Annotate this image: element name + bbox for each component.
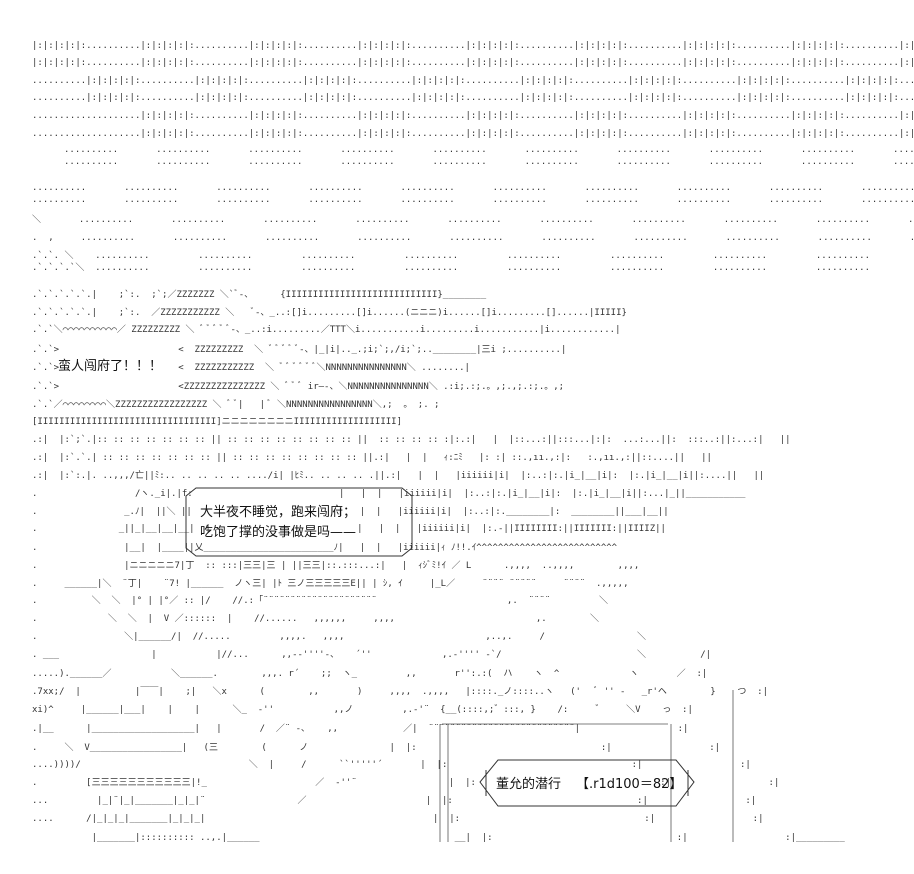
shout-text: 蛮人闯府了！！！	[58, 358, 162, 374]
upper-building: .`.`.`.`.`.| ;`:. ;`;／ZZZZZZZ ＼`ﾞ-、 {III…	[32, 289, 627, 410]
svg-text:.|__ |___________________: .|__ |___________________| | / ／¨ ‐､ ,, …	[32, 723, 688, 734]
tile-pattern: .......... .......... .......... .......…	[32, 145, 914, 273]
svg-text:. ＼ V_________________|: . ＼ V_________________| (三 ( ノ | |: :| :…	[32, 742, 720, 753]
svg-text:. _.ﾉ| ||＼ ||: . _.ﾉ| ||＼ || | | | |iiiiii|i| |:..:|:._…	[32, 506, 669, 517]
svg-text:.`.`.`.`＼ ..........: .`.`.`.`＼ .......... .......... ........…	[32, 262, 870, 273]
svg-text:|_______|:::::::::: ..,.|_____: |_______|:::::::::: ..,.|______ __| |: :…	[32, 833, 845, 843]
svg-text:.`.`.`.`.`.| ;`:. ／ZZZZZZZ: .`.`.`.`.`.| ;`:. ／ZZZZZZZZZZZ ＼ ﾞ-、_..:…	[32, 307, 627, 318]
svg-text:|:|:|:|:|:..........|:|:|:|:|:: |:|:|:|:|:..........|:|:|:|:|:..........…	[32, 58, 914, 68]
svg-text:. ___ |: . ___ | |//... ,,-‐''''-、 ´'' ,.‐'''' ‐`…	[32, 649, 711, 660]
svg-text:. ______|＼ ¨丁| ¨7! |__: . ______|＼ ¨丁| ¨7! |______ ノヽ三| |ﾄ 三ノ三三三…	[32, 578, 629, 589]
svg-text:....))))/: ....))))/ ＼ | / ``'''''´ | |: :| :|	[32, 759, 751, 770]
svg-text:|:|:|:|:|:..........|:|:|:|:|:: |:|:|:|:|:..........|:|:|:|:|:..........…	[32, 41, 914, 51]
svg-text:. ＼|______/| /: . ＼|______/| //..... ,,,,. ,,,, ,..,. / …	[32, 631, 646, 642]
svg-text:.:| |:`:.|. ..,,,/亡||ﾐ:.. ..: .:| |:`:.|. ..,,,/亡||ﾐ:.. .. .. .. .. ..…	[32, 469, 764, 481]
svg-text:. ＼ ＼ |° | |°／ :: |: . ＼ ＼ |° | |°／ :: |/ //.:「¨¨¨¨¨¨¨¨¨¨¨¨¨¨…	[32, 595, 608, 606]
speech-line-2: 吃饱了撑的没事做是吗——	[200, 524, 356, 540]
svg-text:.`.`> <: .`.`> < ZZZZZZZZZZZ ＼ ﾞ ﾞ ﾞ ﾞ ﾞ ﾞ＼NNNNNN…	[32, 362, 470, 373]
svg-text:[IIIIIIIIIIIIIIIIIIIIIIIIIIIII: [IIIIIIIIIIIIIIIIIIIIIIIIIIIIIIIII]ニニニニニ…	[32, 417, 402, 427]
svg-text:... |_|¨|_|_______|_|_: ... |_|¨|_|_______|_|_|¨ ／ | |: :| :|	[32, 795, 756, 806]
svg-text:..........|:|:|:|:|:..........: ..........|:|:|:|:|:..........|:|:|:|:|:…	[32, 76, 914, 86]
svg-text:. |ニニニニニ7|丁 ::: . |ニニニニニ7|丁 :: :::|三三|三 | ||三三|::.:::...…	[32, 560, 639, 571]
svg-text:....................|:|:|:|:|:: ....................|:|:|:|:|:..........…	[32, 129, 914, 139]
svg-text:.`.`. ＼ ..........: .`.`. ＼ .......... .......... ..........…	[32, 250, 870, 261]
svg-text:.... /|_|_|_|_______|_|_|: .... /|_|_|_|_______|_|_|_| | |: :| :|	[32, 814, 764, 824]
svg-text:.7xx;/ | |￣￣| ;|: .7xx;/ | |￣￣| ;| ＼x ( ,, ) ,,,, .,,,, |:…	[32, 685, 768, 697]
roll-result: 【.r1d100＝82】	[576, 777, 682, 792]
svg-text:. /ヽ._i|.|f:: . /ヽ._i|.|f: | | | |iiiiii|i| |:..:|:.|i…	[32, 489, 746, 499]
svg-text:.....).______／ ＼____: .....).______／ ＼______. ,,,. r´ ;; ヽ_ ,,…	[32, 668, 707, 679]
svg-text:.`.`.`.`.`.| ;`:. ;`;／ZZZZ: .`.`.`.`.`.| ;`:. ;`;／ZZZZZZZ ＼`ﾞ-、 {III…	[32, 289, 487, 300]
svg-text:. , .......... ....: . , .......... .......... .......... ...…	[32, 233, 914, 243]
svg-text:xi)^ |______|___| |: xi)^ |______|___| | | ＼_ ‐'' ,,ノ ,.‐'¨ {…	[32, 704, 693, 715]
roll-box	[479, 759, 695, 807]
svg-text:.......... ..........: .......... .......... .......... .......…	[64, 145, 914, 155]
svg-text:.......... ..........: .......... .......... .......... .......…	[32, 183, 914, 193]
svg-text:.......... ..........: .......... .......... .......... .......…	[32, 195, 914, 205]
svg-text:....................|:|:|:|:|:: ....................|:|:|:|:|:..........…	[32, 111, 914, 121]
svg-text:. ＼ ＼ | V ／::::: . ＼ ＼ | V ／:::::: | //...... ,,,,,, ,,,,…	[32, 613, 599, 624]
speech-line-1: 大半夜不睡觉，跑来闯府；	[200, 505, 356, 520]
speech-bubble	[185, 487, 413, 557]
roll-label: 董允的潜行	[496, 776, 561, 792]
svg-text:.`.`> <: .`.`> < ZZZZZZZZZ ＼ ﾞ ﾞ ﾞ ﾞ ﾞ-、|_|i|.._.…	[32, 344, 566, 355]
svg-text:. |__| |____||: . |__| |____||乂________________________ﾉ…	[32, 543, 618, 553]
gate-frame	[439, 690, 734, 842]
roof-pattern: |:|:|:|:|:..........|:|:|:|:|:..........…	[32, 41, 914, 139]
svg-text:. [三三三三三三三三三三三|!_: . [三三三三三三三三三三三|!_ ／ ‐''¨ | |: :| :|	[32, 777, 779, 788]
svg-text:.`.`> <ZZ: .`.`> <ZZZZZZZZZZZZZZZ ＼ ﾞ ﾞ ﾞ ir―‐、＼NNN…	[32, 381, 564, 392]
svg-text:.:| |:`.`.| :: :: :: :: :: ::: .:| |:`.`.| :: :: :: :: :: :: :: || :: :…	[32, 452, 712, 463]
svg-text:.`.`／⌒⌒⌒⌒⌒⌒⌒⌒＼ZZZZZZZZZZZZZZZZ: .`.`／⌒⌒⌒⌒⌒⌒⌒⌒＼ZZZZZZZZZZZZZZZZZ ＼ ﾞ ﾞ| |…	[32, 399, 439, 410]
svg-text:. _||_|__|__|__|: . _||_|__|__|__| | | | | |iiiiii|i| |:.-…	[32, 524, 666, 534]
svg-text:.:| |:`;`.|:: :: :: :: :: ::: .:| |:`;`.|:: :: :: :: :: :: :: || :: ::…	[32, 434, 791, 445]
lower-left-structures: . ＼|______/| //..... ,,,,. ,,,, ,..,. / …	[32, 631, 845, 843]
svg-text:.`.`＼⌒⌒⌒⌒⌒⌒⌒⌒⌒⌒／ ZZZZZZZZZ ＼ ﾞ: .`.`＼⌒⌒⌒⌒⌒⌒⌒⌒⌒⌒／ ZZZZZZZZZ ＼ ﾞ ﾞ ﾞ ﾞ ﾞ-、…	[32, 324, 620, 335]
svg-text:..........|:|:|:|:|:..........: ..........|:|:|:|:|:..........|:|:|:|:|:…	[32, 93, 914, 103]
main-building: [IIIIIIIIIIIIIIIIIIIIIIIIIIIIIIIII]ニニニニニ…	[32, 417, 791, 624]
svg-text:.......... ..........: .......... .......... .......... .......…	[64, 157, 914, 167]
svg-text:＼ .......... .....: ＼ .......... .......... .......... .....…	[32, 214, 914, 225]
